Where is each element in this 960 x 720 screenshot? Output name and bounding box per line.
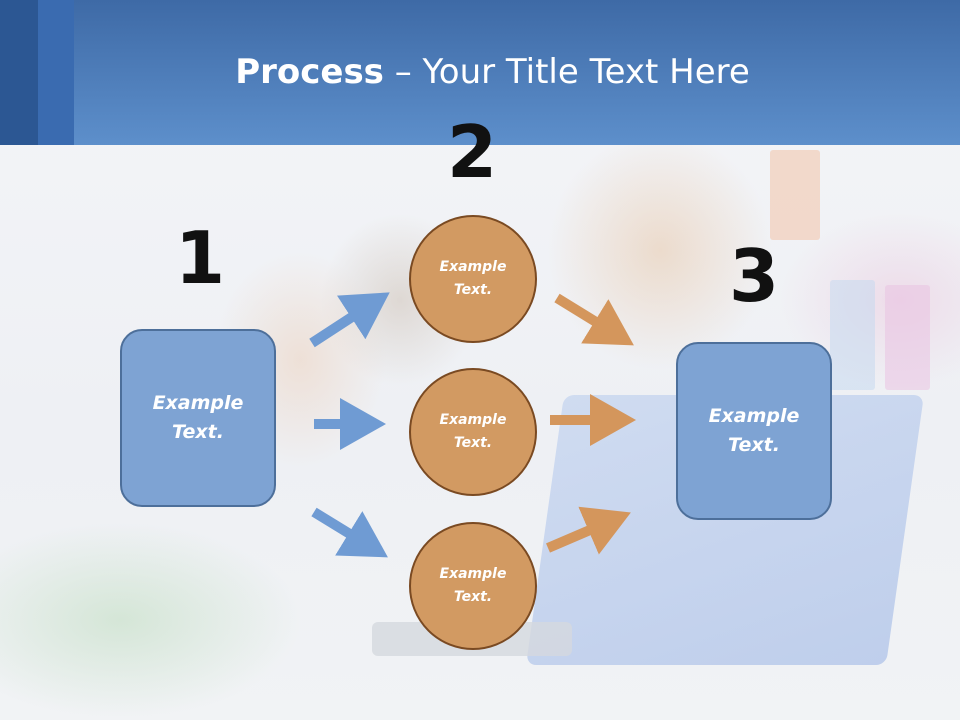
step-number-3: 3 <box>728 234 780 318</box>
title-bold: Process <box>235 52 384 92</box>
arrow-to-circle-bottom <box>311 507 388 558</box>
step-number-2: 2 <box>446 110 498 194</box>
circle-bottom-label: Example Text. <box>439 566 507 605</box>
circle-middle: Example Text. <box>409 368 537 496</box>
circle-middle-label: Example Text. <box>439 412 507 451</box>
shelf-book <box>885 285 930 390</box>
arrow-to-circle-top <box>309 292 390 348</box>
circle-top-label: Example Text. <box>439 259 507 298</box>
slide-title: Process – Your Title Text Here <box>0 52 960 92</box>
end-box-label: Example Text. <box>708 405 800 456</box>
shelf-book <box>830 280 875 390</box>
header-accent-strip <box>0 0 38 145</box>
step-number-1: 1 <box>174 216 226 300</box>
arrow-from-circle-top <box>554 293 634 346</box>
start-box: Example Text. <box>120 329 276 507</box>
arrow-from-circle-bottom <box>546 506 631 555</box>
shelf-book <box>770 150 820 240</box>
circle-bottom: Example Text. <box>409 522 537 650</box>
title-rest: – Your Title Text Here <box>383 52 750 92</box>
end-box: Example Text. <box>676 342 832 520</box>
start-box-label: Example Text. <box>152 392 244 443</box>
header-accent-strip <box>38 0 74 145</box>
circle-top: Example Text. <box>409 215 537 343</box>
title-bar <box>0 0 960 145</box>
